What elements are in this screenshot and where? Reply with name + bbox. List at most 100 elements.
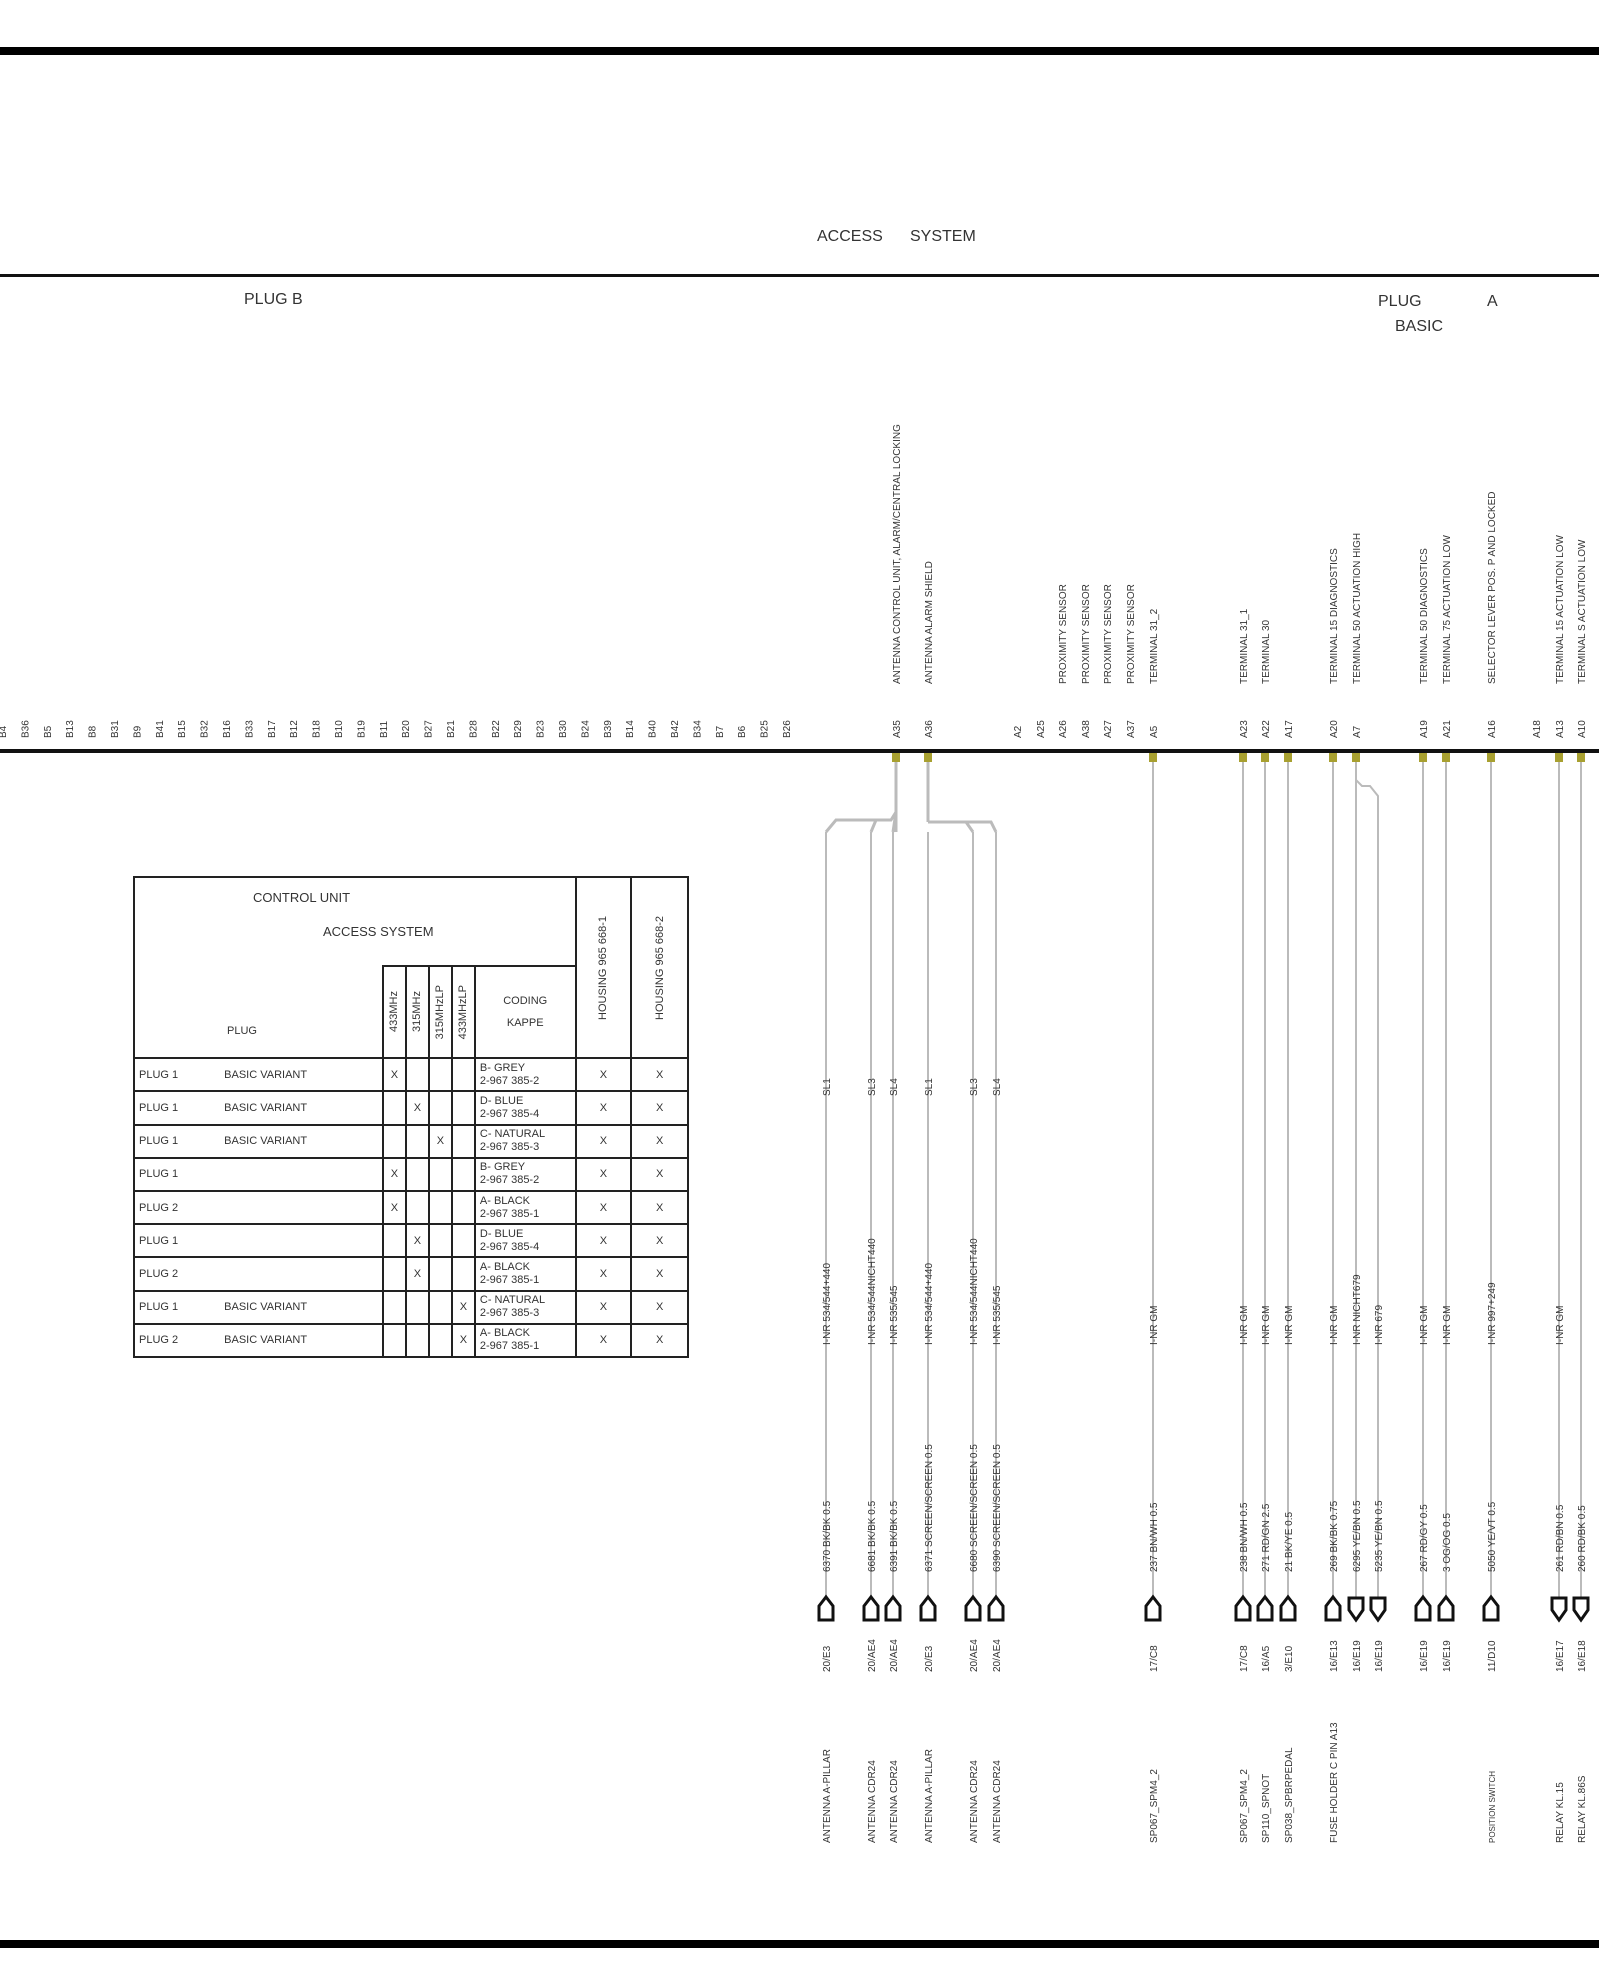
plug-b-pin-b17: B17 — [267, 720, 278, 738]
wire-reference: 16/E17 — [1555, 1640, 1566, 1672]
table-title-cell: CONTROL UNIT ACCESS SYSTEM — [133, 876, 577, 966]
coding-table-grid: CONTROL UNIT ACCESS SYSTEM HOUSING 965 6… — [133, 875, 689, 1359]
wire-color: 267 RD/GY 0.5 — [1419, 1504, 1430, 1572]
plug-a-pin-label: PROXIMITY SENSOR — [1126, 584, 1137, 684]
housing-2-label: HOUSING 965 668-2 — [653, 915, 666, 1020]
pin-terminal — [1419, 753, 1427, 762]
freq-mark — [427, 1256, 453, 1292]
plug-b-pin-b42: B42 — [670, 720, 681, 738]
plug-b-pin-b41: B41 — [155, 720, 166, 738]
coding-color: C- NATURAL — [479, 1128, 546, 1141]
wire-connector-icon — [1256, 1594, 1274, 1622]
housing-mark: X — [630, 1223, 689, 1259]
plug-b-pin-b23: B23 — [536, 720, 547, 738]
coding-label: CODING — [503, 994, 548, 1007]
wire-reference: 16/E13 — [1329, 1640, 1340, 1672]
wire-destination: POSITION SWITCH — [1488, 1771, 1497, 1843]
housing-mark: X — [630, 1090, 689, 1126]
plug-a-pin-a18: A18 — [1532, 720, 1543, 738]
wire-spec: I-NR GM — [1419, 1306, 1430, 1345]
wire-color: 6370 BK/BK 0.5 — [822, 1500, 833, 1572]
plug-variant: BASIC VARIANT — [224, 1068, 308, 1081]
wire-spec: I-NR 535/545 — [889, 1285, 900, 1345]
wire-spec: I-NR 679 — [1374, 1305, 1385, 1345]
plug-b-pin-b8: B8 — [88, 725, 99, 738]
wire-reference: 16/E19 — [1352, 1640, 1363, 1672]
wire-reference: 20/AE4 — [867, 1639, 878, 1672]
wire-code: SL4 — [889, 1078, 900, 1096]
plug-a-pin-a26: A26 — [1058, 720, 1069, 738]
plug-a-pin-label: TERMINAL 15 DIAGNOSTICS — [1329, 548, 1340, 684]
plug-b-pin-b39: B39 — [603, 720, 614, 738]
coding-table: CONTROL UNIT ACCESS SYSTEM HOUSING 965 6… — [133, 875, 689, 1359]
plug-variant: BASIC VARIANT — [224, 1334, 308, 1347]
freq-mark — [381, 1322, 407, 1359]
wire-connector-icon — [862, 1594, 880, 1622]
housing-mark: X — [630, 1322, 689, 1359]
plug-a-pin-a38: A38 — [1081, 720, 1092, 738]
freq-mark: X — [450, 1322, 476, 1359]
pin-terminal — [1284, 753, 1292, 762]
plug-a-pin-label: ANTENNA ALARM SHIELD — [924, 561, 935, 684]
housing-1-label: HOUSING 965 668-1 — [597, 915, 610, 1020]
wire-spec: I-NR GM — [1329, 1306, 1340, 1345]
wire-destination: FUSE HOLDER C PIN A13 — [1329, 1722, 1340, 1843]
plug-column-header: PLUG — [133, 965, 384, 1060]
plug-b-pin-b7: B7 — [715, 725, 726, 738]
freq-header-433lp: 433MHzLP — [450, 964, 476, 1060]
freq-mark — [427, 1322, 453, 1359]
freq-mark — [427, 1156, 453, 1192]
housing-mark: X — [630, 1156, 689, 1192]
housing-mark: X — [574, 1057, 633, 1093]
housing-mark: X — [574, 1256, 633, 1292]
housing-1-header: HOUSING 965 668-1 — [574, 875, 633, 1060]
connector-bar — [0, 749, 1599, 753]
plug-a-pin-a17: A17 — [1284, 720, 1295, 738]
plug-b-pin-b11: B11 — [379, 721, 390, 738]
plug-name: PLUG 1 — [139, 1068, 179, 1081]
plug-a-pin-a10: A10 — [1577, 720, 1588, 738]
plug-cell: PLUG 2 — [133, 1256, 384, 1292]
header-divider — [0, 274, 1599, 277]
plug-name: PLUG 1 — [139, 1101, 179, 1114]
housing-mark: X — [574, 1090, 633, 1126]
plug-a-pin-label: TERMINAL 75 ACTUATION LOW — [1442, 535, 1453, 684]
freq-mark — [381, 1123, 407, 1159]
freq-mark — [450, 1057, 476, 1093]
freq-label: 315MHzLP — [434, 984, 447, 1040]
wire-code: SL3 — [969, 1078, 980, 1096]
plug-a-pin-a23: A23 — [1239, 720, 1250, 738]
plug-b-pin-b22: B22 — [491, 720, 502, 738]
coding-part-number: 2-967 385-3 — [479, 1141, 540, 1154]
plug-cell: PLUG 1 — [133, 1156, 384, 1192]
wire-spec: I-NR NICHT679 — [1352, 1274, 1363, 1345]
freq-mark — [427, 1289, 453, 1325]
wire-color: 6391 BK/BK 0.5 — [889, 1500, 900, 1572]
plug-name: PLUG 1 — [139, 1168, 179, 1181]
plug-cell: PLUG 1 BASIC VARIANT — [133, 1057, 384, 1093]
plug-b-pin-b30: B30 — [558, 720, 569, 738]
wire-spec: I-NR GM — [1442, 1306, 1453, 1345]
wire-spec: I-NR 534/544NICHT440 — [969, 1238, 980, 1345]
plug-a-pin-label: TERMINAL S ACTUATION LOW — [1577, 539, 1588, 684]
housing-mark: X — [574, 1322, 633, 1359]
plug-a-pin-a16: A16 — [1487, 720, 1498, 738]
wire-connector-icon — [1369, 1596, 1387, 1623]
wire-destination: ANTENNA A-PILLAR — [924, 1749, 935, 1843]
kappe-label: KAPPE — [506, 1016, 544, 1029]
wire-connector-icon — [884, 1594, 902, 1622]
freq-mark — [427, 1223, 453, 1259]
wire-spec: I-NR 534/544+440 — [924, 1263, 935, 1345]
plug-a-pin-label: TERMINAL 31_2 — [1149, 608, 1160, 684]
plug-a-pin-label: TERMINAL 30 — [1261, 619, 1272, 684]
coding-color: A- BLACK — [479, 1194, 531, 1207]
plug-b-pin-b26: B26 — [782, 720, 793, 738]
coding-color: A- BLACK — [479, 1260, 531, 1273]
